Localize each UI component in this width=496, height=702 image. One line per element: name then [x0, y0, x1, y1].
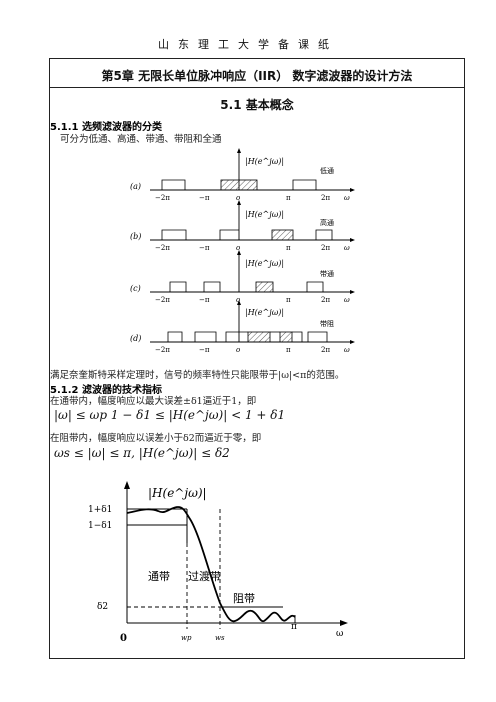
label-1-minus-delta1: 1−δ1 — [88, 521, 112, 531]
row-b-name: 高通 — [320, 218, 334, 227]
row-c-tag: (c) — [130, 284, 141, 293]
page-header: 山东理工大学备课纸 — [158, 38, 338, 51]
row-b-passband — [271, 229, 294, 241]
row-c-tick-4: 2π — [321, 296, 330, 304]
row-d-tick-2: o — [236, 346, 240, 354]
band-row-a: |H(e^jω)| 低通 (a) −2π −π o π 2π ω — [130, 148, 355, 202]
subsection-512-heading: 5.1.2 滤波器的技术指标 — [50, 385, 162, 396]
band-row-b: |H(e^jω)| 高通 (b) −2π −π o π 2π ω — [130, 200, 355, 252]
label-ws: ws — [215, 634, 225, 642]
row-c-tick-1: −π — [199, 296, 210, 304]
row-b-tick-4: 2π — [321, 244, 330, 252]
row-a-ylabel: |H(e^jω)| — [245, 157, 284, 166]
row-a-passband — [220, 179, 258, 191]
stopband-text: 在阻带内，幅度响应以误差小于δ2而逼近于零，即 — [50, 433, 262, 444]
row-c-tick-0: −2π — [155, 296, 170, 304]
row-d-passband-1 — [247, 331, 271, 343]
row-c-passband — [255, 281, 274, 293]
row-d-ylabel: |H(e^jω)| — [245, 308, 284, 317]
row-a-tick-1: −π — [199, 194, 210, 202]
row-a-tick-4: 2π — [321, 194, 330, 202]
chapter-title: 第5章 无限长单位脉冲响应（IIR） 数字滤波器的设计方法 — [101, 69, 413, 83]
row-a-tag: (a) — [130, 182, 141, 191]
label-pi: π — [291, 622, 297, 632]
row-d-tag: (d) — [130, 334, 141, 343]
subsection-511-heading: 5.1.1 选频滤波器的分类 — [50, 122, 162, 133]
row-a-tick-0: −2π — [155, 194, 170, 202]
row-a-image-left — [161, 179, 186, 190]
row-b-tick-0: −2π — [155, 244, 170, 252]
row-c-tick-3: π — [286, 296, 291, 304]
row-b-tick-3: π — [286, 244, 291, 252]
label-1-plus-delta1: 1+δ1 — [88, 505, 112, 515]
stopband-formula: ωs ≤ |ω| ≤ π, |H(e^jω)| ≤ δ2 — [54, 446, 230, 460]
label-delta2: δ2 — [97, 602, 108, 612]
row-a-image-right — [292, 179, 317, 190]
nyquist-text: 满足奈奎斯特采样定理时，信号的频率特性只能限带于|ω|<π的范围。 — [50, 370, 345, 381]
row-a-name: 低通 — [320, 166, 334, 175]
filter-spec-chart: |H(e^jω)| 1+δ1 1−δ1 δ2 通带 过渡带 阻带 wp ws π… — [88, 481, 348, 644]
row-a-arrow — [350, 188, 355, 192]
chapter-title-bar: 第5章 无限长单位脉冲响应（IIR） 数字滤波器的设计方法 — [50, 59, 464, 88]
row-d-unit: ω — [344, 346, 350, 354]
row-d-tick-0: −2π — [155, 346, 170, 354]
magnitude-response-curve — [126, 506, 296, 623]
region-stopband: 阻带 — [233, 592, 255, 605]
row-c-unit: ω — [344, 296, 350, 304]
band-diagrams: |H(e^jω)| 低通 (a) −2π −π o π 2π ω |H(e^jω… — [130, 148, 355, 354]
spec-ylabel: |H(e^jω)| — [148, 486, 207, 500]
filter-classification-text: 可分为低通、高通、带通、带阻和全通 — [60, 134, 222, 145]
passband-formula: |ω| ≤ ωp 1 − δ1 ≤ |H(e^jω)| < 1 + δ1 — [54, 408, 286, 422]
label-wp: wp — [181, 634, 192, 642]
region-transition: 过渡带 — [188, 569, 221, 583]
row-d-passband-2 — [279, 331, 293, 343]
region-passband: 通带 — [148, 570, 170, 583]
row-c-tick-2: o — [236, 296, 240, 304]
row-a-unit: ω — [344, 194, 350, 202]
label-origin: 0 — [120, 633, 127, 644]
passband-text: 在通带内，幅度响应以最大误差±δ1逼近于1，即 — [50, 396, 257, 407]
section-title: 5.1 基本概念 — [220, 98, 294, 112]
row-b-tick-1: −π — [199, 244, 210, 252]
content-frame: 第5章 无限长单位脉冲响应（IIR） 数字滤波器的设计方法 5.1 基本概念 5… — [49, 58, 465, 659]
row-d-name: 带阻 — [320, 319, 334, 328]
label-omega: ω — [336, 629, 343, 639]
row-b-unit: ω — [344, 244, 350, 252]
row-c-name: 带通 — [320, 269, 334, 278]
row-a-tick-2: o — [236, 194, 240, 202]
row-c-ylabel: |H(e^jω)| — [245, 259, 284, 268]
row-b-tick-2: o — [236, 244, 240, 252]
row-b-ylabel: |H(e^jω)| — [245, 210, 284, 219]
band-row-c: |H(e^jω)| 带通 (c) −2π −π o π 2π ω — [130, 250, 355, 304]
row-b-tag: (b) — [130, 232, 141, 241]
row-d-tick-4: 2π — [321, 346, 330, 354]
row-d-tick-3: π — [286, 346, 291, 354]
row-a-tick-3: π — [286, 194, 291, 202]
band-row-d: |H(e^jω)| 带阻 (d) −2π −π o π 2π ω — [130, 300, 355, 354]
row-d-tick-1: −π — [199, 346, 210, 354]
